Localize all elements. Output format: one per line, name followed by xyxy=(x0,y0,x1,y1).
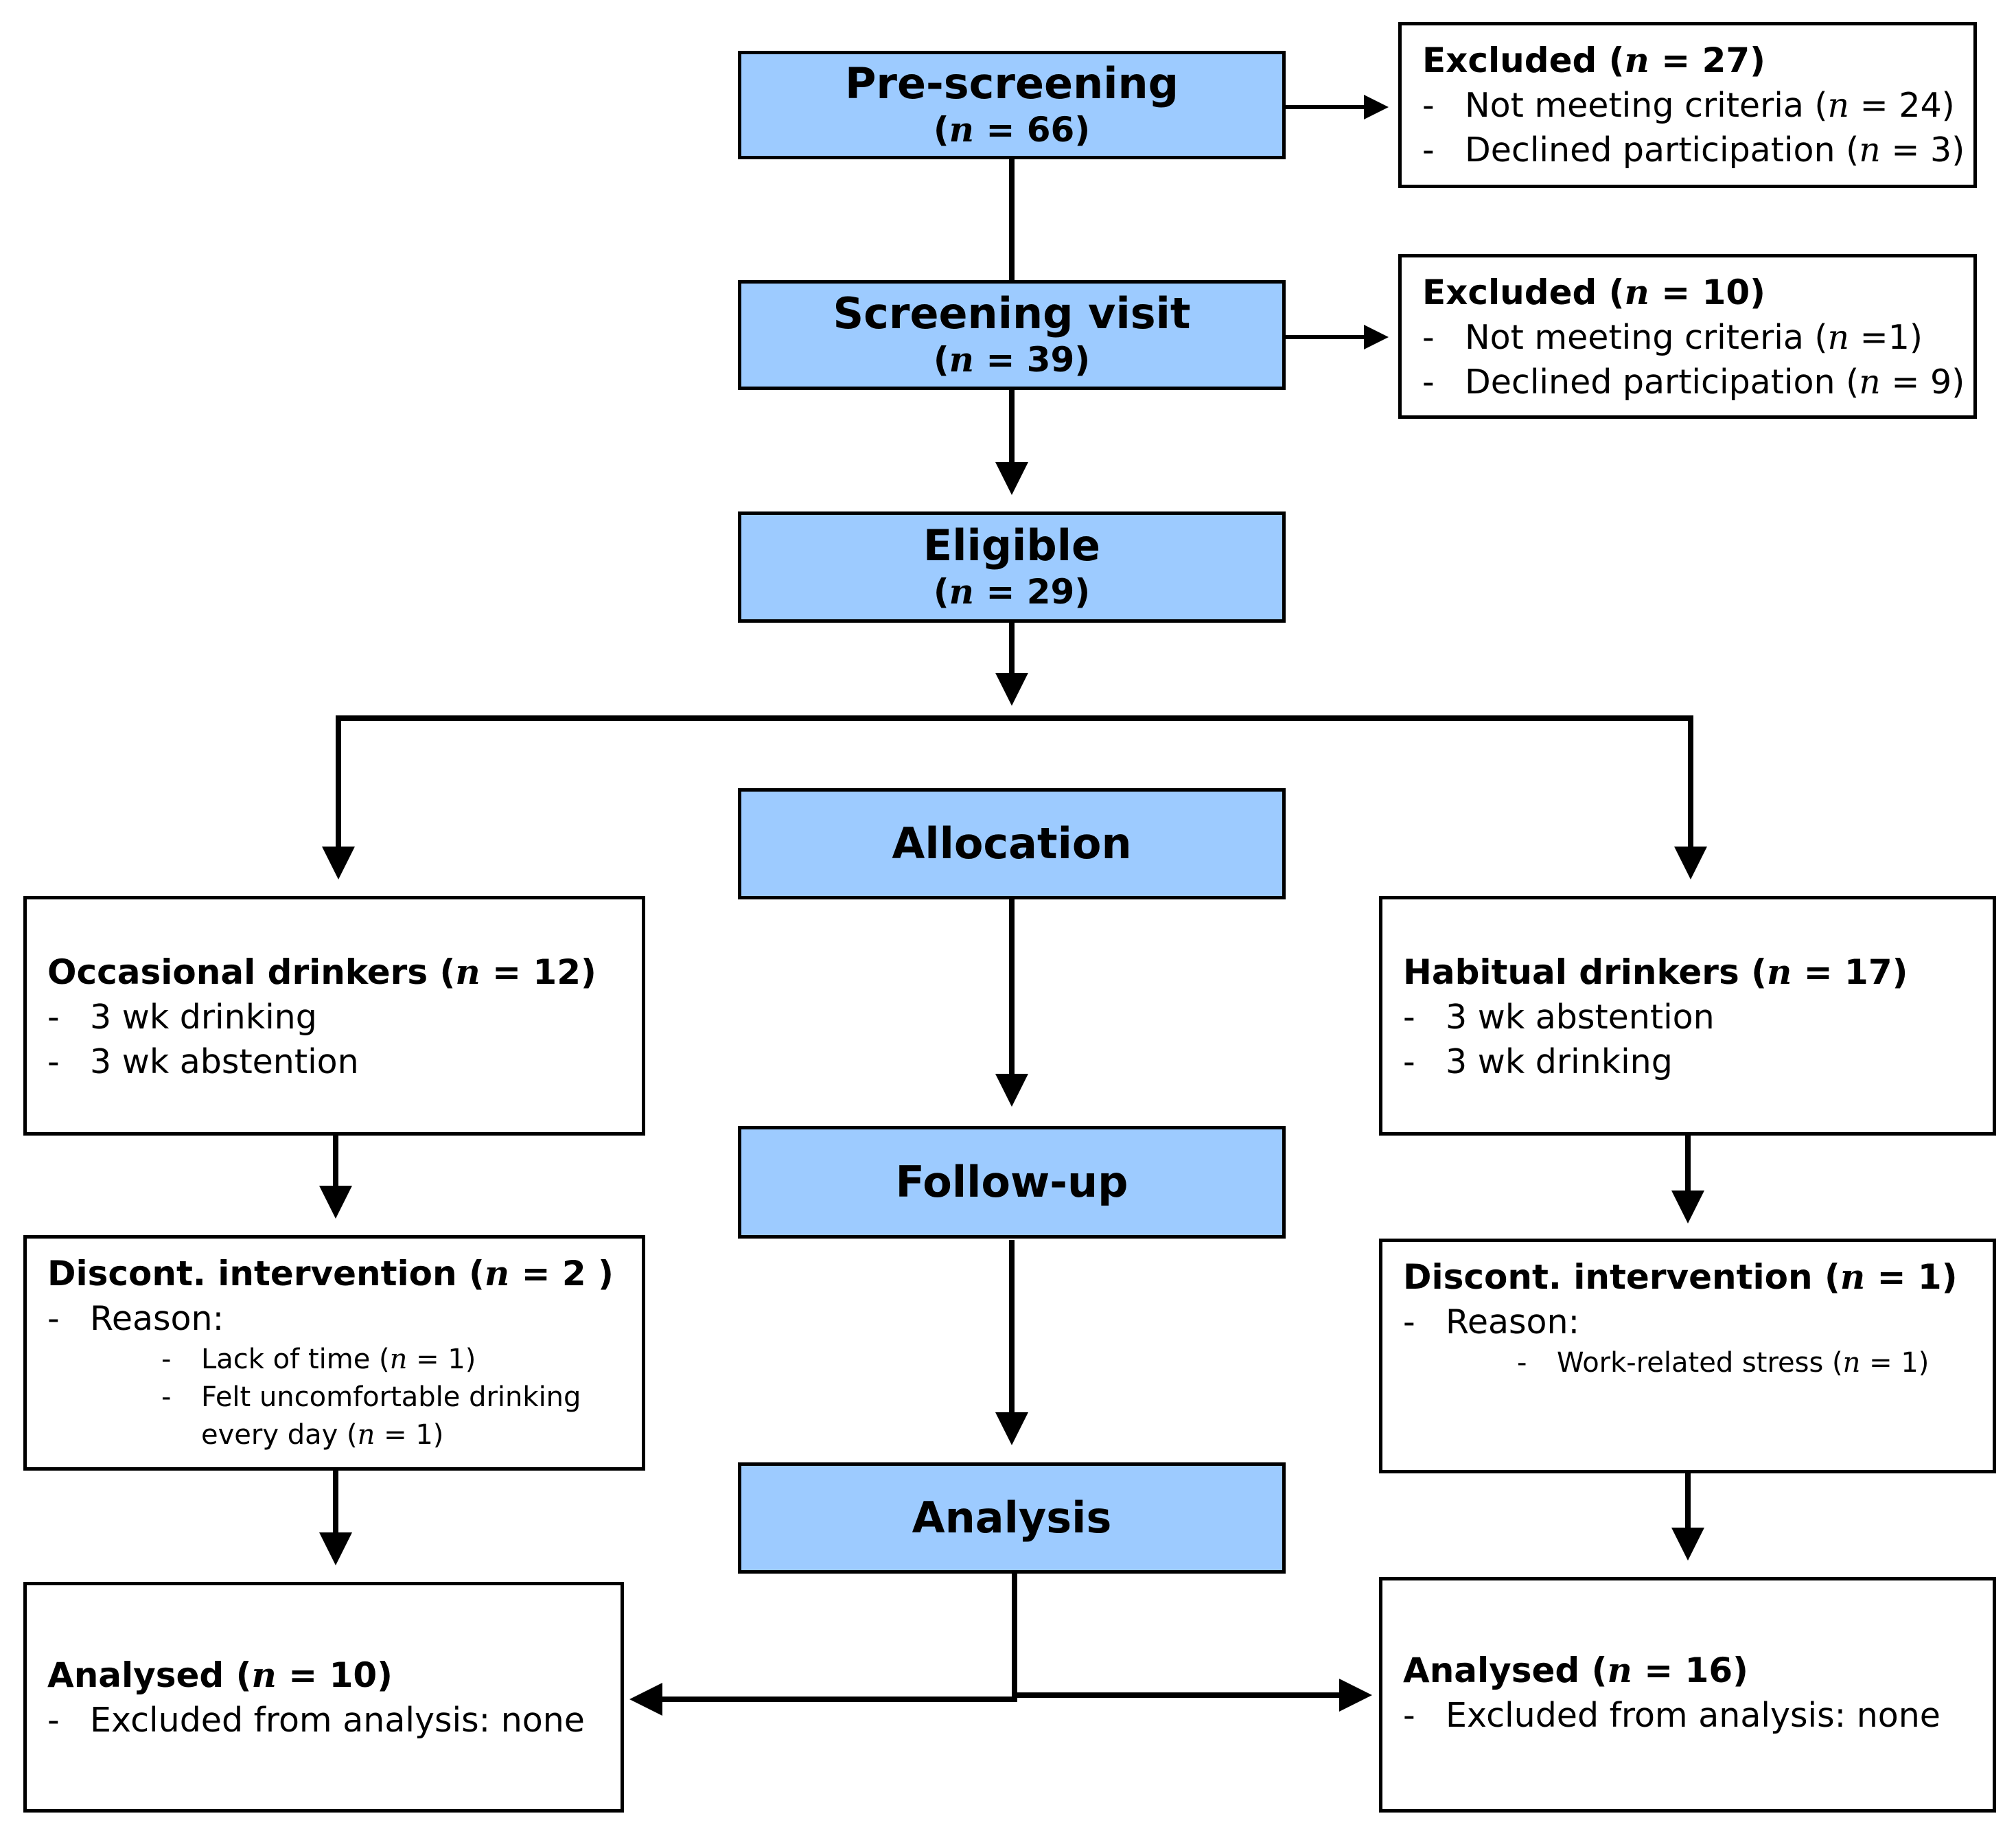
analysis-title: Analysis xyxy=(912,1493,1112,1543)
reason-label: -Reason: xyxy=(47,1299,224,1338)
allocation-title: Allocation xyxy=(892,818,1132,869)
list-item: -Not meeting criteria (n =1) xyxy=(1422,318,1923,357)
discont-right-head: Discont. intervention (n = 1) xyxy=(1403,1256,1958,1297)
list-item: -Declined participation (n = 3) xyxy=(1422,130,1965,170)
eligible-count: (n = 29) xyxy=(933,571,1091,612)
analysis-box: Analysis xyxy=(738,1462,1286,1574)
excluded-prescreening-head: Excluded (n = 27) xyxy=(1422,40,1766,80)
analysed-right-head: Analysed (n = 16) xyxy=(1403,1650,1748,1690)
list-item: -3 wk drinking xyxy=(1403,1042,1673,1081)
screening-box: Screening visit (n = 39) xyxy=(738,280,1286,390)
arrow-analysis-to-analysed-left xyxy=(629,1572,1017,1716)
followup-title: Follow-up xyxy=(895,1157,1128,1207)
reason-label: -Reason: xyxy=(1403,1302,1580,1342)
prescreening-title: Pre-screening xyxy=(844,58,1179,108)
screening-title: Screening visit xyxy=(833,288,1191,338)
analysed-right-box: Analysed (n = 16) -Excluded from analysi… xyxy=(1379,1577,1996,1813)
allocation-box: Allocation xyxy=(738,788,1286,899)
discont-left-head: Discont. intervention (n = 2 ) xyxy=(47,1253,614,1293)
habitual-drinkers-box: Habitual drinkers (n = 17) -3 wk abstent… xyxy=(1379,896,1996,1136)
prescreening-box: Pre-screening (n = 66) xyxy=(738,51,1286,159)
prescreening-count: (n = 66) xyxy=(933,109,1091,150)
list-item: -Work-related stress (n = 1) xyxy=(1517,1347,1930,1379)
occasional-drinkers-box: Occasional drinkers (n = 12) -3 wk drink… xyxy=(23,896,645,1136)
eligible-title: Eligible xyxy=(923,520,1101,571)
discont-left-box: Discont. intervention (n = 2 ) -Reason: … xyxy=(23,1235,645,1471)
followup-box: Follow-up xyxy=(738,1126,1286,1239)
list-item: -3 wk abstention xyxy=(47,1042,359,1081)
list-item: -Felt uncomfortable drinking every day (… xyxy=(161,1381,581,1451)
excluded-screening-head: Excluded (n = 10) xyxy=(1422,272,1766,312)
screening-count: (n = 39) xyxy=(933,339,1091,380)
analysed-left-box: Analysed (n = 10) -Excluded from analysi… xyxy=(23,1582,624,1813)
list-item: -3 wk drinking xyxy=(47,998,317,1037)
list-item: -3 wk abstention xyxy=(1403,998,1715,1037)
habitual-drinkers-head: Habitual drinkers (n = 17) xyxy=(1403,952,1908,992)
analysed-left-head: Analysed (n = 10) xyxy=(47,1655,393,1695)
excluded-screening-box: Excluded (n = 10) -Not meeting criteria … xyxy=(1398,254,1977,419)
list-item: -Excluded from analysis: none xyxy=(1403,1696,1940,1735)
list-item: -Excluded from analysis: none xyxy=(47,1701,585,1740)
eligible-box: Eligible (n = 29) xyxy=(738,511,1286,623)
split-branch-left xyxy=(322,715,1012,879)
split-branch-right xyxy=(1012,715,1707,879)
list-item: -Not meeting criteria (n = 24) xyxy=(1422,86,1955,125)
excluded-prescreening-box: Excluded (n = 27) -Not meeting criteria … xyxy=(1398,22,1977,188)
list-item: -Declined participation (n = 9) xyxy=(1422,363,1965,402)
discont-right-box: Discont. intervention (n = 1) -Reason: -… xyxy=(1379,1239,1996,1473)
list-item: -Lack of time (n = 1) xyxy=(161,1344,476,1375)
occasional-drinkers-head: Occasional drinkers (n = 12) xyxy=(47,952,596,992)
